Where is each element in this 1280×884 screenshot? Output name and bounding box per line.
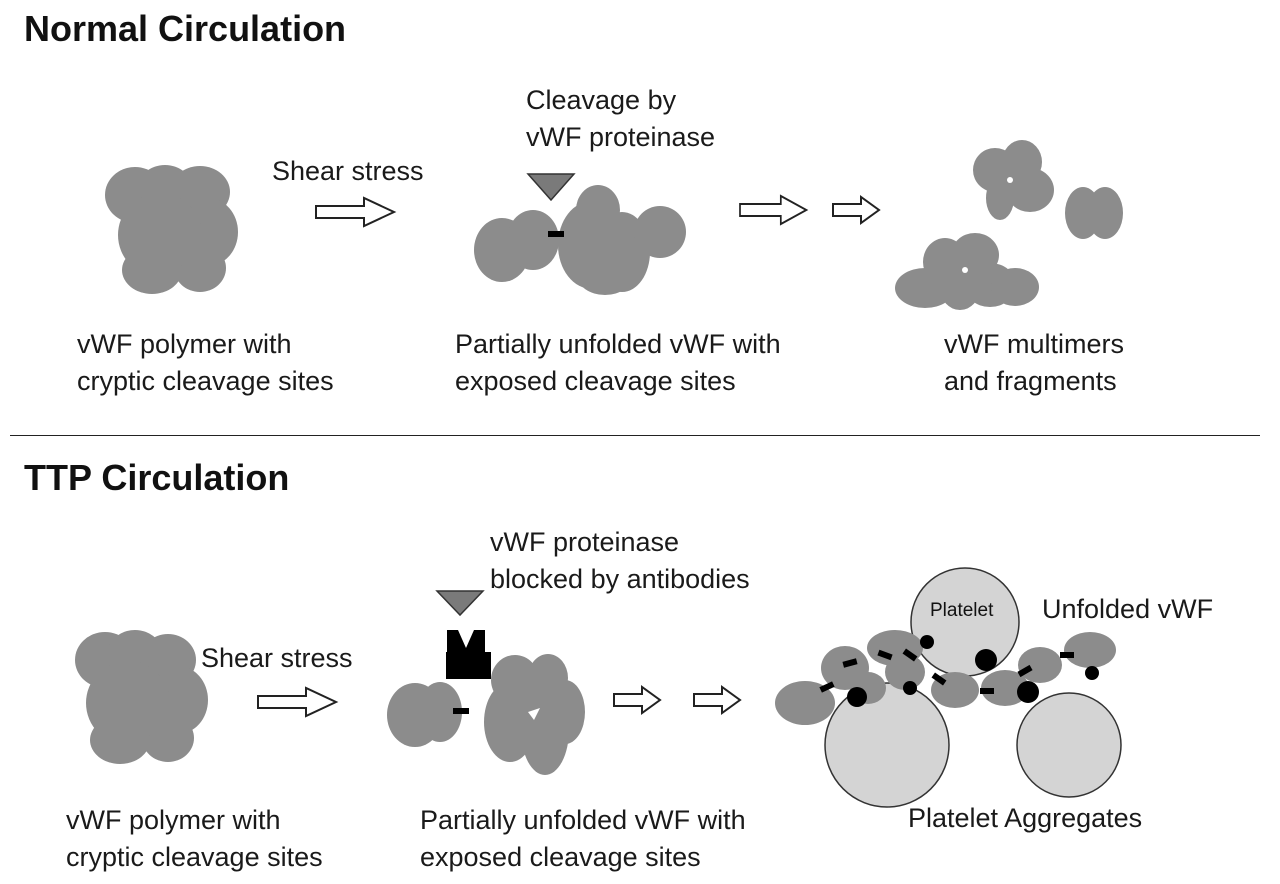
- blocked-proteinase-label: vWF proteinase blocked by antibodies: [490, 527, 750, 594]
- arrow-icon: [693, 686, 741, 714]
- vwf-multimers: [895, 140, 1123, 310]
- section-divider: [10, 435, 1260, 436]
- shear-stress-label-ttp: Shear stress: [201, 643, 353, 673]
- platelet-label: Platelet: [930, 600, 994, 621]
- ttp-circulation-title: TTP Circulation: [24, 457, 290, 498]
- vwf-unfolded-normal: [474, 185, 686, 295]
- proteinase-triangle-icon: [435, 590, 485, 617]
- arrow-icon: [257, 687, 337, 717]
- vwf-polymer-ttp: [75, 630, 208, 764]
- unfolded-caption-normal: Partially unfolded vWF with exposed clea…: [455, 329, 781, 396]
- shear-stress-label-normal: Shear stress: [272, 156, 424, 186]
- vwf-polymer-normal: [105, 165, 238, 294]
- arrow-icon: [739, 195, 808, 225]
- antibody-icon: [446, 630, 491, 679]
- cleavage-site-icon: [548, 231, 564, 237]
- normal-circulation-title: Normal Circulation: [24, 8, 347, 49]
- polymer-caption-ttp: vWF polymer with cryptic cleavage sites: [66, 805, 323, 872]
- platelet-top: [910, 567, 1020, 677]
- platelet-right: [1016, 692, 1122, 798]
- aggregates-caption: Platelet Aggregates: [908, 803, 1143, 833]
- arrow-icon: [832, 196, 880, 224]
- polymer-caption-normal: vWF polymer with cryptic cleavage sites: [77, 329, 334, 396]
- arrow-icon: [315, 197, 395, 227]
- vwf-unfolded-ttp: [387, 654, 585, 775]
- platelet-aggregate: [775, 567, 1122, 808]
- unfolded-caption-ttp: Partially unfolded vWF with exposed clea…: [420, 805, 746, 872]
- arrow-icon: [613, 686, 661, 714]
- cleavage-label: Cleavage by vWF proteinase: [526, 85, 716, 152]
- platelet-left: [824, 682, 950, 808]
- proteinase-triangle-icon: [526, 173, 576, 202]
- unfolded-vwf-label: Unfolded vWF: [1042, 594, 1214, 624]
- products-caption: vWF multimers and fragments: [944, 329, 1124, 396]
- cleavage-site-icon: [453, 708, 469, 714]
